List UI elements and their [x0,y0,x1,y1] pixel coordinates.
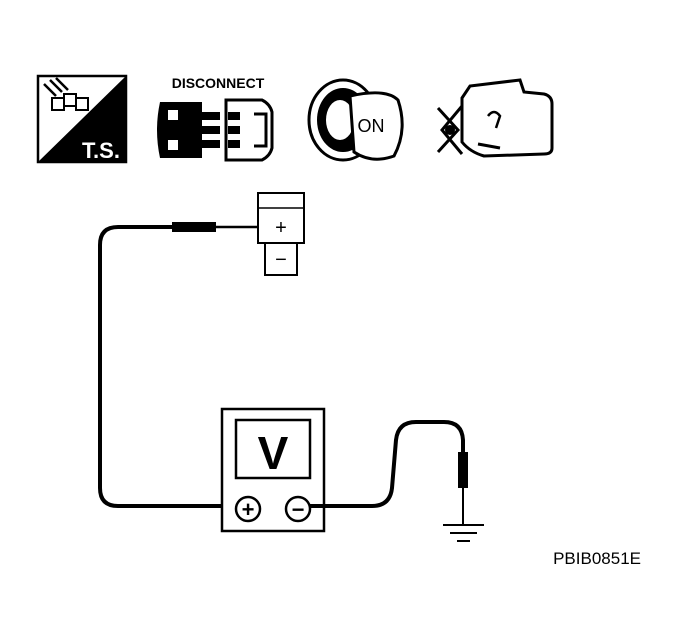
sensor-minus-terminal: − [275,249,287,271]
ground-symbol [443,524,484,542]
troubleshooting-icon: T.S. [36,74,128,164]
disconnect-label: DISCONNECT [172,75,265,91]
sensor-plus-terminal: + [275,217,287,239]
ts-label: T.S. [82,138,120,163]
voltmeter-positive-terminal: + [242,497,255,522]
voltmeter-negative-terminal: − [292,497,305,522]
ignition-on-icon: ON [307,78,404,162]
ground-probe-wire [310,420,468,524]
voltmeter: V + − [220,407,326,533]
sensor-connector: + − [257,192,305,276]
positive-probe-wire [98,222,258,508]
voltmeter-display: V [258,427,289,479]
disconnect-icon: DISCONNECT [157,75,274,162]
ignition-on-label: ON [358,116,385,136]
figure-code: PBIB0851E [553,549,641,568]
engine-icon [436,78,554,158]
